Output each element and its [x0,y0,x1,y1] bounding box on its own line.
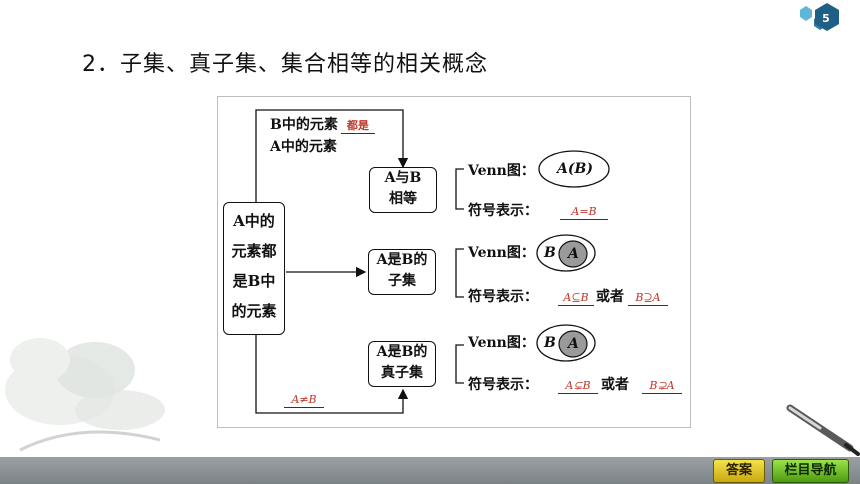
equal-box: A与B 相等 [369,167,437,213]
flower-decoration [5,338,165,452]
venn-proper-a: A [568,336,579,352]
section-nav-button[interactable]: 栏目导航 [772,459,849,483]
answer-button[interactable]: 答案 [713,459,765,483]
symbol-label-subset: 符号表示： [468,289,538,305]
subset-box: A是B的 子集 [368,249,436,295]
venn-subset-inner [558,240,588,268]
venn-proper-outer [536,324,596,362]
equal-box-line: A与B [384,170,422,186]
condition-line1: B中的元素 [270,117,338,133]
venn-equal-text: A(B) [557,161,593,177]
subset-box-line: 子集 [388,273,416,289]
subset-symbol-answer-2: B⊇A [628,291,668,306]
venn-label-equal: Venn图： [468,163,535,179]
equal-box-line: 相等 [389,191,417,207]
venn-subset-outer [536,234,596,272]
venn-subset-a: A [568,246,579,262]
condition-line2: A中的元素 [270,139,337,155]
left-condition-box: A中的 元素都 是B中 的元素 [223,202,285,335]
venn-label-subset: Venn图： [468,245,535,261]
venn-equal-ellipse [538,150,610,188]
or-label-subset: 或者 [596,289,624,305]
proper-symbol-answer-2: B⊋A [642,379,682,394]
proper-symbol-answer-1: A⊊B [558,379,598,394]
condition-answer: 都是 [340,119,375,134]
left-box-line: 元素都 [231,242,277,260]
left-box-line: A中的 [233,212,275,230]
symbol-label-proper: 符号表示： [468,377,538,393]
subset-symbol-answer-1: A⊆B [558,291,594,306]
symbol-label-equal: 符号表示： [468,203,538,219]
venn-proper-inner [558,330,588,358]
concept-diagram: B中的元素都是 A中的元素 A中的 元素都 是B中 的元素 A与B 相等 Ven… [217,96,691,428]
venn-proper-b: B [544,335,556,351]
proper-box-line: A是B的 [376,344,428,360]
subset-box-line: A是B的 [376,252,428,268]
venn-label-proper: Venn图： [468,335,535,351]
proper-box-line: 真子集 [381,365,423,381]
left-box-line: 的元素 [231,302,277,320]
not-equal-answer: A≠B [284,393,324,408]
page-badge-icon [800,3,839,31]
page-number: 5 [822,12,830,25]
diagram-connectors [255,109,610,414]
or-label-proper: 或者 [601,377,629,393]
equal-symbol-answer: A=B [560,205,608,220]
venn-subset-b: B [544,245,556,261]
pen-icon [786,404,860,456]
section-heading: 2．子集、真子集、集合相等的相关概念 [82,52,488,77]
proper-subset-box: A是B的 真子集 [368,341,436,387]
left-box-line: 是B中 [232,272,276,290]
